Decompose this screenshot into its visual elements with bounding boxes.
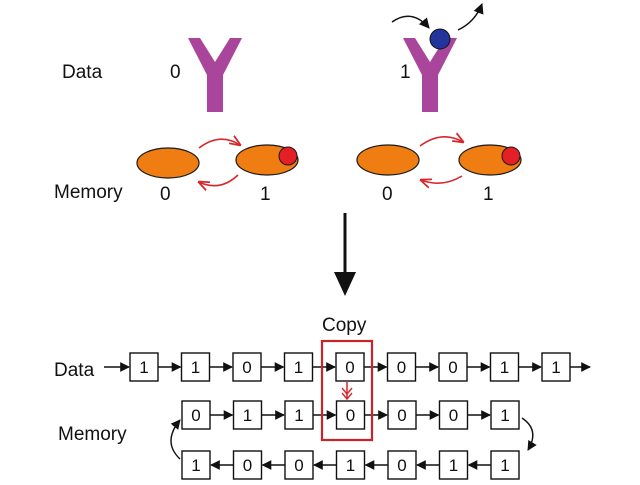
data-cell: 1 bbox=[500, 358, 509, 377]
memory-bottom-cell: 0 bbox=[294, 456, 303, 475]
left-data-value: 0 bbox=[170, 62, 181, 83]
memory-loop-arrow-right bbox=[521, 417, 537, 451]
memory-bottom-cell: 1 bbox=[449, 456, 458, 475]
data-cell: 1 bbox=[191, 358, 200, 377]
red-marker-dot-icon bbox=[278, 146, 298, 166]
data-cell: 0 bbox=[397, 358, 406, 377]
data-label-top: Data bbox=[62, 62, 103, 83]
data-cell-box bbox=[335, 352, 365, 382]
arrow-down-icon bbox=[334, 213, 356, 296]
transition-arrow-right bbox=[198, 139, 240, 149]
memory-bottom-cell: 1 bbox=[346, 456, 355, 475]
right-memory-left-value: 0 bbox=[382, 184, 393, 205]
copy-arrow-icon bbox=[341, 382, 353, 401]
memory-top-cell: 1 bbox=[294, 406, 303, 425]
data-cell-box bbox=[180, 352, 211, 382]
memory-bottom-cell: 0 bbox=[397, 456, 406, 475]
memory-top-cell-box bbox=[387, 400, 417, 430]
data-cell-box bbox=[386, 352, 417, 382]
data-cell-box bbox=[232, 352, 262, 382]
left-panel: 0 0 1 bbox=[136, 38, 299, 205]
data-cell: 0 bbox=[345, 358, 354, 377]
data-cell-box bbox=[129, 352, 159, 382]
ligand-exit-arrow bbox=[457, 3, 484, 31]
memory-label-top: Memory bbox=[54, 182, 123, 203]
right-data-value: 1 bbox=[400, 62, 411, 83]
ligand-entry-arrow bbox=[391, 15, 430, 29]
right-panel: 1 0 1 bbox=[356, 3, 522, 205]
memory-top-cell: 0 bbox=[191, 406, 200, 425]
memory-bottom-cell-box bbox=[284, 450, 314, 480]
data-cell: 0 bbox=[448, 358, 457, 377]
left-memory-right-value: 1 bbox=[260, 184, 271, 205]
memory-top-cell-box bbox=[181, 400, 211, 430]
blue-ligand-icon bbox=[429, 28, 451, 50]
memory-bottom-cell-box bbox=[335, 450, 366, 480]
red-marker-dot-icon bbox=[501, 146, 521, 166]
memory-top-cell-box bbox=[335, 400, 366, 430]
memory-loop-arrow-left bbox=[170, 419, 181, 460]
data-cell: 1 bbox=[294, 358, 303, 377]
transition-arrow-left bbox=[199, 174, 239, 186]
memory-bottom-cell-box bbox=[490, 450, 520, 480]
data-cell-box bbox=[489, 352, 520, 382]
memory-bottom-cell: 0 bbox=[243, 456, 252, 475]
memory-top-cell: 0 bbox=[397, 406, 406, 425]
data-cell-box bbox=[541, 352, 571, 382]
data-cell-box bbox=[283, 352, 314, 382]
memory-bottom-cell-box bbox=[181, 450, 211, 480]
tape-layer: 1 1 0 1 0 0 0 1 1 0 1 1 0 0 0 1 1 0 0 1 0 1 1 bbox=[104, 352, 591, 480]
data-cell: 1 bbox=[551, 358, 560, 377]
memory-top-cell-box bbox=[490, 400, 520, 430]
y-receptor-icon bbox=[403, 38, 457, 112]
y-receptor-icon bbox=[188, 38, 242, 112]
memory-label-tape: Memory bbox=[58, 424, 127, 445]
right-memory-right-value: 1 bbox=[483, 184, 494, 205]
transition-arrow-left bbox=[421, 175, 463, 183]
memory-bottom-cell: 1 bbox=[500, 456, 509, 475]
memory-top-cell-box bbox=[438, 400, 469, 430]
memory-top-cell: 0 bbox=[449, 406, 458, 425]
copy-highlight-box bbox=[320, 339, 374, 442]
transition-arrow-right bbox=[419, 137, 463, 147]
data-cell: 1 bbox=[139, 358, 148, 377]
data-label-tape: Data bbox=[54, 360, 95, 381]
memory-top-cell: 1 bbox=[500, 406, 509, 425]
data-cell: 0 bbox=[242, 358, 251, 377]
memory-top-cell: 0 bbox=[346, 406, 355, 425]
memory-disc-icon bbox=[136, 147, 200, 179]
left-memory-left-value: 0 bbox=[160, 184, 171, 205]
memory-bottom-cell: 1 bbox=[191, 456, 200, 475]
memory-bottom-cell-box bbox=[232, 450, 263, 480]
memory-top-cell: 1 bbox=[243, 406, 252, 425]
memory-disc-icon bbox=[356, 144, 420, 176]
copy-label: Copy bbox=[322, 315, 367, 336]
